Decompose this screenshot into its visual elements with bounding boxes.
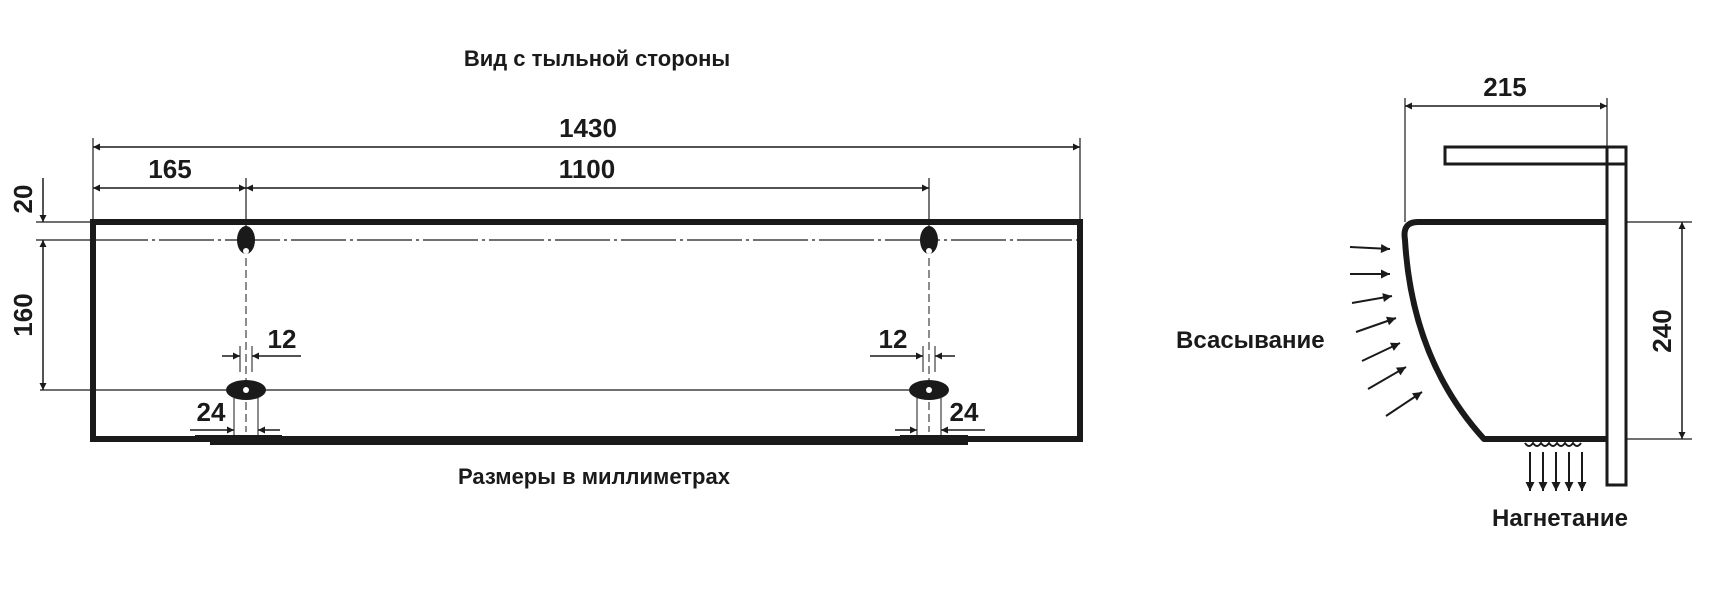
back-view: Вид с тыльной стороны Размеры в миллимет… — [8, 46, 1083, 489]
dim-slot-right-12: 12 — [870, 324, 955, 372]
dim-top-offset-label: 20 — [8, 185, 38, 214]
dim-slot-left-12-label: 12 — [268, 324, 297, 354]
unit-side-profile — [1401, 219, 1607, 442]
upper-left-keyhole — [237, 226, 255, 254]
dim-total-width: 1430 — [92, 113, 1081, 222]
dim-slot-right-12-label: 12 — [879, 324, 908, 354]
dim-slot-left-24-label: 24 — [197, 397, 226, 427]
wall-bracket-vertical — [1605, 145, 1628, 487]
dim-height-label: 240 — [1647, 309, 1677, 352]
lower-right-slot — [909, 380, 949, 400]
outlet-label: Нагнетание — [1492, 505, 1628, 532]
intake-label: Всасывание — [1176, 327, 1325, 354]
side-view: 215 240 Всасывание На — [1176, 72, 1692, 532]
lower-left-slot — [226, 380, 266, 400]
intake-arrows — [1349, 244, 1423, 417]
unit-body-outline — [90, 219, 1083, 442]
dim-top-offset: 20 — [8, 178, 93, 241]
dim-left-offset-label: 165 — [148, 154, 191, 184]
dim-slot-right-24: 24 — [895, 397, 985, 436]
dim-vertical-spacing-label: 160 — [8, 293, 38, 336]
dim-hole-spacing-label: 1100 — [559, 154, 615, 184]
dim-slot-left-24: 24 — [190, 397, 280, 436]
dim-height: 240 — [1626, 221, 1692, 440]
outlet-arrows — [1524, 441, 1587, 491]
dim-vertical-spacing: 160 — [8, 240, 47, 390]
dim-slot-left-12: 12 — [222, 324, 301, 372]
dim-depth-label: 215 — [1483, 72, 1526, 102]
back-view-title: Вид с тыльной стороны — [464, 46, 730, 71]
dim-slot-right-24-label: 24 — [950, 397, 979, 427]
wall-bracket-top — [1443, 145, 1628, 166]
dim-offset-and-spacing: 165 1100 — [93, 154, 930, 230]
dim-depth: 215 — [1404, 72, 1608, 222]
dim-total-width-label: 1430 — [559, 113, 617, 143]
upper-right-keyhole — [920, 226, 938, 254]
units-caption: Размеры в миллиметрах — [458, 464, 731, 489]
